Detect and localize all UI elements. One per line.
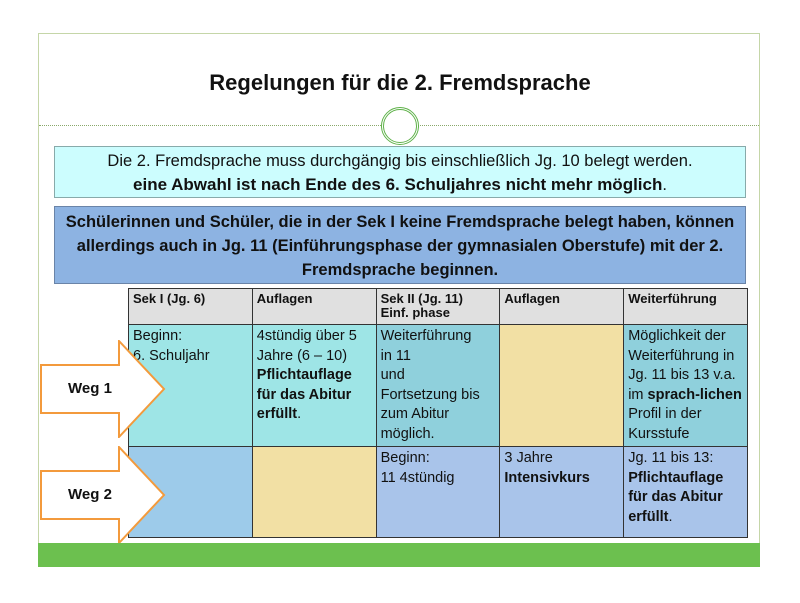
column-header: Sek II (Jg. 11) Einf. phase: [375, 288, 501, 325]
cell-text: .: [668, 508, 673, 525]
table-cell: Jg. 11 bis 13: Pflichtauflage für das Ab…: [623, 446, 748, 538]
cell-text: Weiterführung in 11 und Fortsetzung bis …: [380, 328, 480, 442]
arrow-right-icon: [40, 340, 166, 438]
column-header: Weiterführung: [623, 288, 748, 325]
cell-text: 3 Jahre: [504, 450, 553, 466]
path-arrow-1: Weg 1: [40, 340, 166, 438]
cell-text: Profil in der Kursstufe: [628, 406, 702, 442]
column-header: Sek I (Jg. 6): [128, 288, 253, 325]
rule-box: Die 2. Fremdsprache muss durchgängig bis…: [54, 146, 746, 198]
exception-box: Schülerinnen und Schüler, die in der Sek…: [54, 206, 746, 284]
column-header: Auflagen: [251, 288, 377, 325]
table-cell: Beginn: 11 4stündig: [375, 446, 501, 538]
table-cell: 3 Jahre Intensivkurs: [499, 446, 625, 538]
cell-text-bold: Pflichtauflage für das Abitur erfüllt: [256, 367, 352, 422]
path-arrow-2: Weg 2: [40, 446, 166, 544]
table-row: Beginn: 6. Schuljahr 4stündig über 5 Jahr…: [128, 324, 748, 447]
table-cell: [128, 446, 253, 538]
cell-text: Möglichkeit der Weiterführung in Jg. 11 …: [628, 328, 736, 403]
table-cell: Weiterführung in 11 und Fortsetzung bis …: [375, 324, 501, 447]
cell-text-bold: Intensivkurs: [504, 469, 590, 486]
table-cell: [499, 324, 625, 447]
cell-text: .: [297, 406, 302, 422]
ring-ornament-icon: [381, 107, 419, 145]
column-header: Auflagen: [499, 288, 625, 325]
table-cell: Möglichkeit der Weiterführung in Jg. 11 …: [623, 324, 748, 447]
path-label: Weg 1: [68, 380, 112, 397]
rule-line: Die 2. Fremdsprache muss durchgängig bis…: [107, 152, 693, 170]
footer-bar: [38, 543, 760, 567]
path-label: Weg 2: [68, 486, 112, 503]
rule-emphasis: eine Abwahl ist nach Ende des 6. Schulja…: [133, 175, 663, 194]
cell-text: 4stündig über 5 Jahre (6 – 10): [256, 328, 357, 364]
rule-emphasis-line: eine Abwahl ist nach Ende des 6. Schulja…: [55, 173, 745, 197]
cell-text: Beginn: 6. Schuljahr: [133, 328, 210, 364]
table-cell: 4stündig über 5 Jahre (6 – 10) Pflichtau…: [251, 324, 377, 447]
arrow-right-icon: [40, 446, 166, 544]
slide-title: Regelungen für die 2. Fremdsprache: [209, 70, 591, 95]
cell-text: Beginn: 11 4stündig: [380, 450, 455, 486]
cell-text-bold: Pflichtauflage für das Abitur erfüllt: [628, 469, 724, 525]
table-cell: [251, 446, 377, 538]
rule-period: .: [662, 176, 667, 194]
cell-text-bold: sprach-lichen: [647, 386, 742, 403]
cell-text: Jg. 11 bis 13:: [628, 450, 714, 466]
